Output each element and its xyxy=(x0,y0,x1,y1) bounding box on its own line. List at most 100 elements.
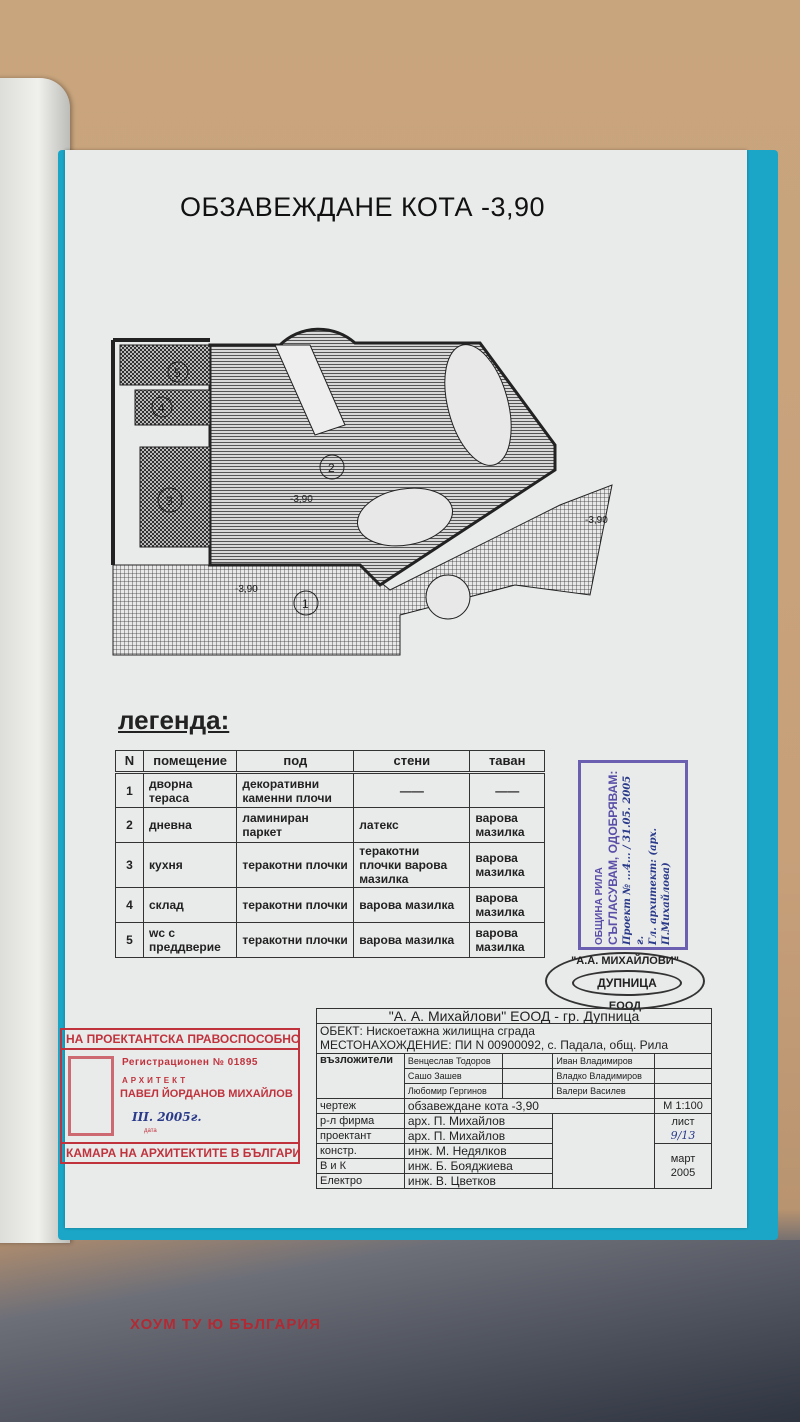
stamp-date-label: дата xyxy=(144,1128,157,1134)
stamp-company-name: "А.А. МИХАЙЛОВИ" xyxy=(571,955,679,967)
room-label: 3 xyxy=(166,494,173,508)
column-header: стени xyxy=(353,750,471,774)
title-block: "А. А. Михайлови" ЕООД - гр. Дупница ОБЕ… xyxy=(316,1008,712,1189)
row-label: р-л фирма xyxy=(316,1113,405,1129)
stamp-registration: Регистрационен № 01895 xyxy=(122,1057,258,1068)
floor-background xyxy=(0,1240,800,1422)
company-stamp: "А.А. МИХАЙЛОВИ" ДУПНИЦА ЕООД xyxy=(545,952,705,1012)
stamp-header: НА ПРОЕКТАНТСКА ПРАВОСПОСОБНОСТ xyxy=(62,1030,298,1050)
column-header: таван xyxy=(469,750,545,774)
wc-room xyxy=(119,344,211,386)
stamp-architect-name: ПАВЕЛ ЙОРДАНОВ МИХАЙЛОВ xyxy=(120,1088,293,1100)
cell: ламиниран паркет xyxy=(236,807,355,843)
row-label: проектант xyxy=(316,1128,405,1144)
stamp-architect-line: Гл. архитект: (арх. П.Михайлова) xyxy=(648,827,672,945)
cell: 3 xyxy=(115,842,144,888)
stamp-role: АРХИТЕКТ xyxy=(122,1076,189,1085)
object-line: ОБЕКТ: Нискоетажна жилищна сграда xyxy=(316,1023,712,1039)
cell: wc с преддверие xyxy=(142,922,238,958)
cell: варова мазилка xyxy=(353,922,471,958)
date-year: 2005 xyxy=(670,1167,696,1179)
room-label: 5 xyxy=(174,366,181,380)
column-header: помещение xyxy=(142,750,238,774)
cell: декоративни каменни плочи xyxy=(236,772,355,808)
cell: —— xyxy=(353,772,471,808)
stamp-project-line: Проект № ...4... / 31.05. 2005 г. xyxy=(622,775,646,945)
company-name: "А. А. Михайлови" ЕООД - гр. Дупница xyxy=(316,1008,712,1024)
page-title: ОБЗАВЕЖДАНЕ КОТА -3,90 xyxy=(180,192,546,222)
room-label: 1 xyxy=(302,597,309,611)
cell: 2 xyxy=(115,807,144,843)
watermark: ХОУМ ТУ Ю БЪЛГАРИЯ xyxy=(130,1316,321,1333)
sheet-number: 9/13 xyxy=(670,1128,696,1142)
column-header: N xyxy=(115,750,144,774)
cell: теракотни плочки xyxy=(236,842,355,888)
stamp-date: III. 2005г. xyxy=(132,1110,202,1124)
row-label: В и К xyxy=(316,1158,405,1174)
clients-label: възложители xyxy=(316,1053,405,1099)
table-header-row: N помещение под стени таван xyxy=(115,750,545,774)
architect-license-stamp: НА ПРОЕКТАНТСКА ПРАВОСПОСОБНОСТ Регистра… xyxy=(60,1028,300,1164)
column-header: под xyxy=(236,750,355,774)
municipality-approval-stamp: ОБЩИНА РИЛА СЪГЛАСУВАМ, ОДОБРЯВАМ: Проек… xyxy=(578,760,688,950)
level-mark: -3,90 xyxy=(585,515,608,526)
cell: варова мазилка xyxy=(469,922,545,958)
floor-plan: 5 4 3 2 1 -3,90 -3,90 -3,90 xyxy=(111,327,613,656)
date-month: март xyxy=(670,1153,696,1165)
cell: 4 xyxy=(115,887,144,923)
cell: варова мазилка xyxy=(469,887,545,923)
cell: варова мазилка xyxy=(353,887,471,923)
stamp-approval-text: СЪГЛАСУВАМ, ОДОБРЯВАМ: xyxy=(606,770,620,945)
level-mark: -3,90 xyxy=(290,494,313,505)
cell: склад xyxy=(142,887,238,923)
staircase xyxy=(274,344,346,436)
terrace-table xyxy=(425,574,471,620)
row-value: инж. В. Цветков xyxy=(403,1173,554,1189)
cell: 1 xyxy=(115,772,144,808)
stamp-footer: КАМАРА НА АРХИТЕКТИТЕ В БЪЛГАРИЯ xyxy=(62,1142,298,1162)
cell: теракотни плочки варова мазилка xyxy=(353,842,471,888)
cell: варова мазилка xyxy=(469,807,545,843)
chamber-logo xyxy=(68,1056,114,1136)
cell: —— xyxy=(469,772,545,808)
cell: дворна тераса xyxy=(142,772,238,808)
row-value: арх. П. Михайлов xyxy=(403,1128,554,1144)
client-name: Владко Владимиров xyxy=(552,1068,655,1084)
client-name: Сашо Зашев xyxy=(403,1068,504,1084)
row-value: инж. М. Недялков xyxy=(403,1143,554,1159)
cell: дневна xyxy=(142,807,238,843)
cell: 5 xyxy=(115,922,144,958)
client-name: Валери Василев xyxy=(552,1083,655,1099)
room-label: 2 xyxy=(328,461,335,475)
cell: латекс xyxy=(353,807,471,843)
dining-table xyxy=(444,344,512,466)
dining-table xyxy=(356,487,454,547)
sheet-label: лист xyxy=(671,1115,695,1128)
cell: теракотни плочки xyxy=(236,887,355,923)
kitchen-room xyxy=(139,446,211,548)
stamp-city: ДУПНИЦА xyxy=(572,970,682,996)
cell: теракотни плочки xyxy=(236,922,355,958)
client-name: Любомир Гергинов xyxy=(403,1083,504,1099)
row-label: чертеж xyxy=(316,1098,405,1114)
level-mark: -3,90 xyxy=(235,584,258,595)
row-label: констр. xyxy=(316,1143,405,1159)
scale: М 1:100 xyxy=(654,1098,712,1114)
storage-room xyxy=(134,389,211,426)
row-value: арх. П. Михайлов xyxy=(403,1113,554,1129)
row-value: обзавеждане кота -3,90 xyxy=(403,1098,656,1114)
cell: варова мазилка xyxy=(469,842,545,888)
cell: кухня xyxy=(142,842,238,888)
client-name: Венцеслав Тодоров xyxy=(403,1053,504,1069)
location-line: МЕСТОНАХОЖДЕНИЕ: ПИ N 00900092, с. Падал… xyxy=(316,1038,712,1054)
client-name: Иван Владимиров xyxy=(552,1053,655,1069)
row-label: Електро xyxy=(316,1173,405,1189)
legend-title: легенда: xyxy=(118,705,230,735)
row-value: инж. Б. Бояджиева xyxy=(403,1158,554,1174)
